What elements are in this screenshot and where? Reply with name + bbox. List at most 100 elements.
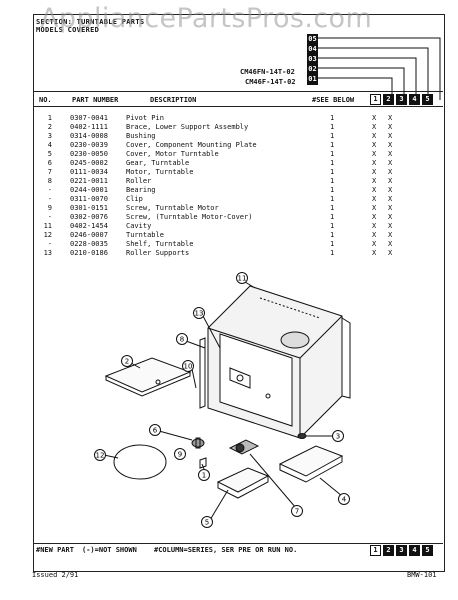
quantity: 1: [330, 231, 335, 239]
callout-circle: [174, 448, 186, 460]
watermark: AppliancePartsPros.com: [40, 3, 373, 34]
col-header-see-below: #SEE BELOW: [312, 96, 355, 104]
item-number: 13: [43, 249, 52, 257]
part-number: 0301-0151: [70, 204, 108, 212]
callout-label: 9: [178, 451, 182, 459]
callout-circle: [338, 493, 350, 505]
series-mark-1: X: [372, 222, 377, 230]
series-mark-2: X: [388, 150, 393, 158]
models-covered-label: MODELS COVERED: [36, 26, 100, 34]
series-mark-2: X: [388, 204, 393, 212]
item-number: 9: [47, 204, 52, 212]
part-number: 0221-0011: [70, 177, 108, 185]
part-number: 0230-0050: [70, 150, 108, 158]
revision-ladder: [315, 37, 441, 100]
header-top-rule: [33, 91, 443, 92]
quantity: 1: [330, 159, 335, 167]
model-name-2: CM46F-14T-02: [245, 78, 296, 86]
series-mark-2: X: [388, 249, 393, 257]
description: Roller: [126, 177, 152, 185]
series-mark-1: X: [372, 204, 377, 212]
callout-circle: [332, 430, 344, 442]
description: Clip: [126, 195, 143, 203]
callout-circle: [291, 505, 303, 517]
column-box-2: 2: [383, 94, 394, 105]
part-number: 0311-0070: [70, 195, 108, 203]
series-mark-1: X: [372, 132, 377, 140]
series-mark-2: X: [388, 168, 393, 176]
column-box-4: 4: [409, 94, 420, 105]
series-mark-2: X: [388, 231, 393, 239]
item-number: -: [47, 240, 52, 248]
part-number: 0314-0008: [70, 132, 108, 140]
quantity: 1: [330, 168, 335, 176]
part-number: 0244-0001: [70, 186, 108, 194]
quantity: 1: [330, 177, 335, 185]
footer-column-box-4: 4: [409, 545, 420, 556]
part-number: 0402-1454: [70, 222, 108, 230]
item-number: -: [47, 195, 52, 203]
description: Shelf, Turntable: [126, 240, 194, 248]
callout-circle: [193, 307, 205, 319]
part-number: 0402-1111: [70, 123, 108, 131]
model-name-1: CM46FN-14T-02: [240, 68, 295, 76]
series-mark-2: X: [388, 240, 393, 248]
item-number: 11: [43, 222, 52, 230]
revision-code-01: 01: [307, 74, 318, 85]
part-number: 0210-0186: [70, 249, 108, 257]
footer-column-box-2: 2: [383, 545, 394, 556]
column-box-5: 5: [422, 94, 433, 105]
part-number: 0302-0076: [70, 213, 108, 221]
section-title: SECTION: TURNTABLE PARTS: [36, 18, 145, 26]
column-box-3: 3: [396, 94, 407, 105]
callout-label: 10: [184, 363, 193, 371]
quantity: 1: [330, 240, 335, 248]
series-mark-1: X: [372, 195, 377, 203]
series-mark-1: X: [372, 141, 377, 149]
item-number: 7: [47, 168, 52, 176]
quantity: 1: [330, 249, 335, 257]
series-mark-2: X: [388, 177, 393, 185]
series-mark-2: X: [388, 114, 393, 122]
callout-circle: [176, 333, 188, 345]
quantity: 1: [330, 150, 335, 158]
callout-circle: [94, 449, 106, 461]
callout-label: 12: [96, 452, 105, 460]
item-number: -: [47, 213, 52, 221]
page-code: BMW-101: [407, 571, 437, 579]
footer-column-box-1: 1: [370, 545, 381, 556]
series-mark-2: X: [388, 141, 393, 149]
callout-label: 2: [125, 358, 129, 366]
description: Bushing: [126, 132, 156, 140]
callout-label: 1: [202, 472, 206, 480]
part-number: 0111-0034: [70, 168, 108, 176]
quantity: 1: [330, 195, 335, 203]
header-bottom-rule: [33, 106, 443, 107]
callout-label: 13: [195, 310, 204, 318]
callout-label: 5: [205, 519, 209, 527]
item-number: 1: [47, 114, 52, 122]
item-number: 2: [47, 123, 52, 131]
part-number: 0245-0002: [70, 159, 108, 167]
series-mark-1: X: [372, 240, 377, 248]
new-part-legend: #NEW PART: [36, 546, 74, 554]
quantity: 1: [330, 132, 335, 140]
quantity: 1: [330, 141, 335, 149]
callout-label: 6: [153, 427, 158, 435]
col-header-part-number: PART NUMBER: [72, 96, 119, 104]
series-mark-2: X: [388, 213, 393, 221]
item-number: 6: [47, 159, 52, 167]
item-number: 12: [43, 231, 52, 239]
description: Cavity: [126, 222, 152, 230]
footer-column-box-5: 5: [422, 545, 433, 556]
series-mark-1: X: [372, 168, 377, 176]
description: Cover, Motor Turntable: [126, 150, 219, 158]
footer-column-box-3: 3: [396, 545, 407, 556]
footer-top-rule: [33, 543, 443, 544]
part-number: 0228-0035: [70, 240, 108, 248]
issued-date: Issued 2/91: [32, 571, 79, 579]
quantity: 1: [330, 222, 335, 230]
callout-circle: [201, 516, 213, 528]
item-number: 3: [47, 132, 52, 140]
part-number: 0307-0041: [70, 114, 108, 122]
